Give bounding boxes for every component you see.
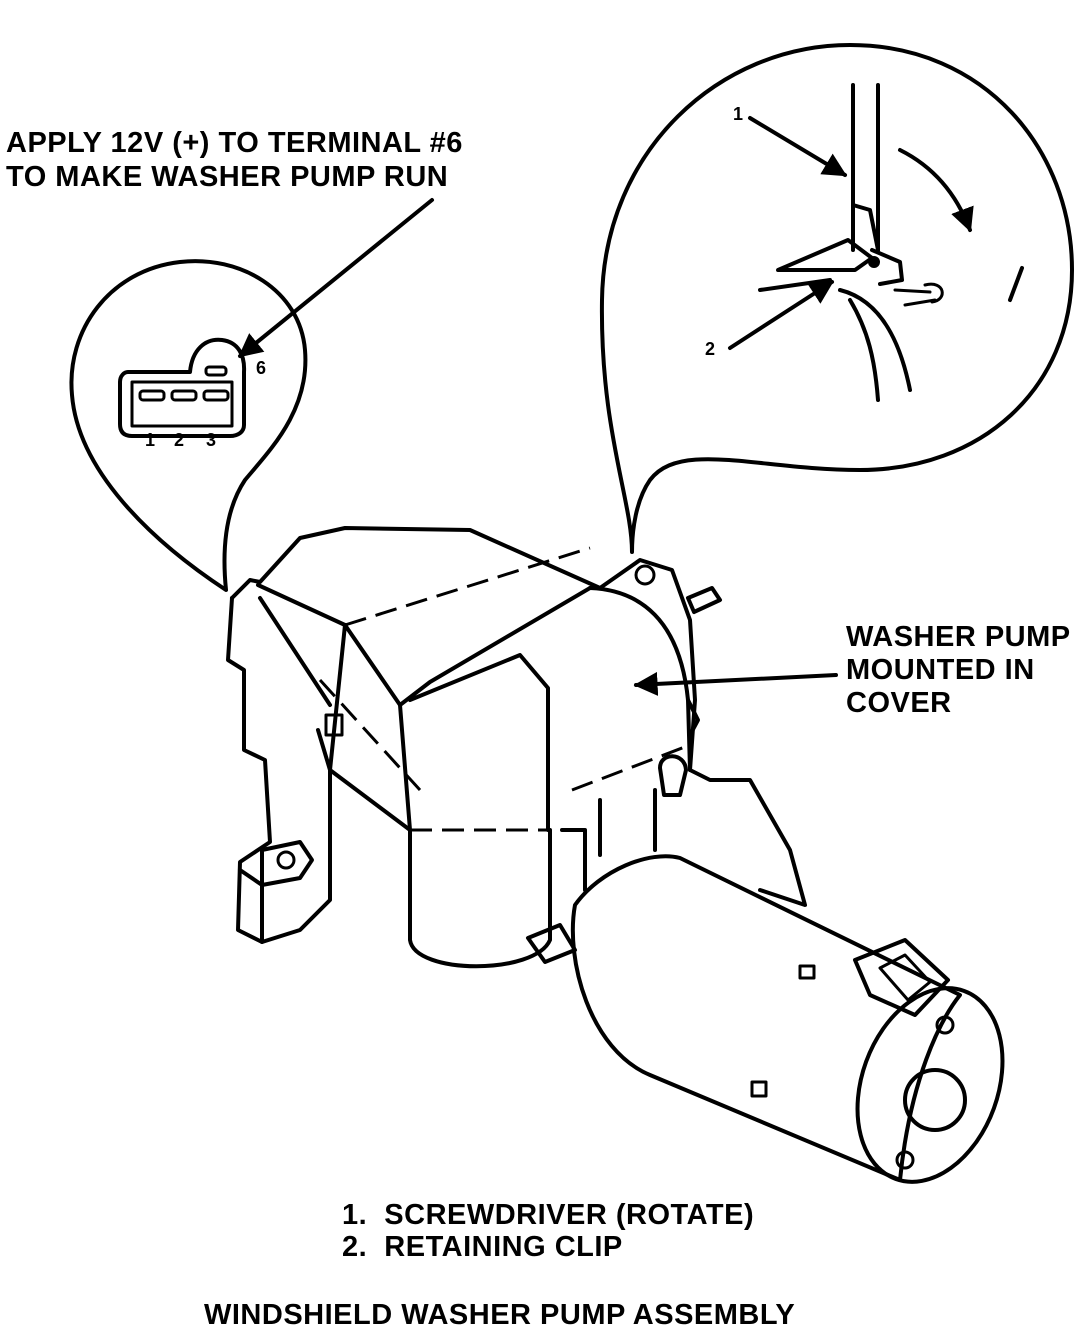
connector-callout-bubble (69, 259, 308, 592)
terminal-2-label: 2 (174, 430, 185, 450)
pump-label-line3: COVER (846, 687, 952, 719)
arrow-icon (238, 198, 434, 358)
instruction-label-line2: TO MAKE WASHER PUMP RUN (6, 161, 449, 193)
mounting-bracket (230, 526, 807, 907)
clip-icon (776, 238, 874, 272)
instruction-label-line1: APPLY 12V (+) TO TERMINAL #6 (6, 127, 463, 159)
terminal-6-label: 6 (256, 358, 267, 378)
connector-icon (118, 337, 247, 438)
detail-marker-1: 1 (733, 104, 744, 124)
pump-motor (570, 854, 962, 1182)
screwdriver-icon (851, 83, 880, 252)
legend-item-1: 1. SCREWDRIVER (ROTATE) (342, 1199, 755, 1231)
pump-label-line1: WASHER PUMP (846, 621, 1071, 653)
detail-marker-2: 2 (705, 339, 716, 359)
terminal-3-label: 3 (206, 430, 217, 450)
arrow-icon (633, 671, 838, 696)
detail-callout-bubble (599, 43, 1074, 554)
legend-item-2: 2. RETAINING CLIP (342, 1231, 623, 1263)
figure-title: WINDSHIELD WASHER PUMP ASSEMBLY (204, 1299, 796, 1331)
terminal-1-label: 1 (145, 430, 156, 450)
pump-label-line2: MOUNTED IN (846, 654, 1035, 686)
